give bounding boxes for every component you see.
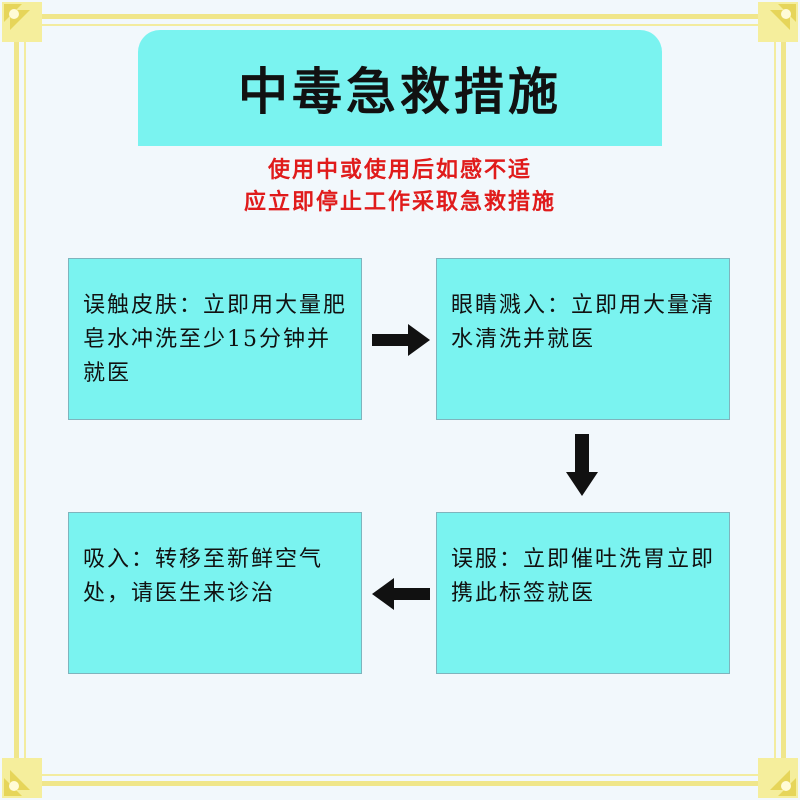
title-banner: 中毒急救措施 [138, 30, 662, 146]
frame-inner-border [24, 24, 776, 776]
corner-ornament-icon [758, 2, 798, 42]
frame-outer-border [14, 14, 786, 786]
corner-ornament-icon [2, 2, 42, 42]
warning-line-1: 使用中或使用后如感不适 [267, 157, 532, 183]
step-text: 误服：立即催吐洗胃立即携此标签就医 [451, 547, 716, 606]
warning-line-2: 应立即停止工作采取急救措施 [243, 189, 556, 215]
step-text: 眼睛溅入：立即用大量清水清洗并就医 [451, 293, 716, 352]
step-box-eye-contact: 眼睛溅入：立即用大量清水清洗并就医 [436, 258, 730, 420]
step-box-skin-contact: 误触皮肤：立即用大量肥皂水冲洗至少15分钟并就医 [68, 258, 362, 420]
step-text: 吸入：转移至新鲜空气处，请医生来诊治 [83, 547, 324, 606]
arrow-down-icon [566, 434, 598, 496]
arrow-left-icon [372, 578, 430, 610]
step-box-ingestion: 误服：立即催吐洗胃立即携此标签就医 [436, 512, 730, 674]
arrow-right-icon [372, 324, 430, 356]
corner-ornament-icon [758, 758, 798, 798]
page-title: 中毒急救措施 [238, 62, 562, 121]
corner-ornament-icon [2, 758, 42, 798]
step-box-inhalation: 吸入：转移至新鲜空气处，请医生来诊治 [68, 512, 362, 674]
step-text: 误触皮肤：立即用大量肥皂水冲洗至少15分钟并就医 [83, 293, 348, 386]
